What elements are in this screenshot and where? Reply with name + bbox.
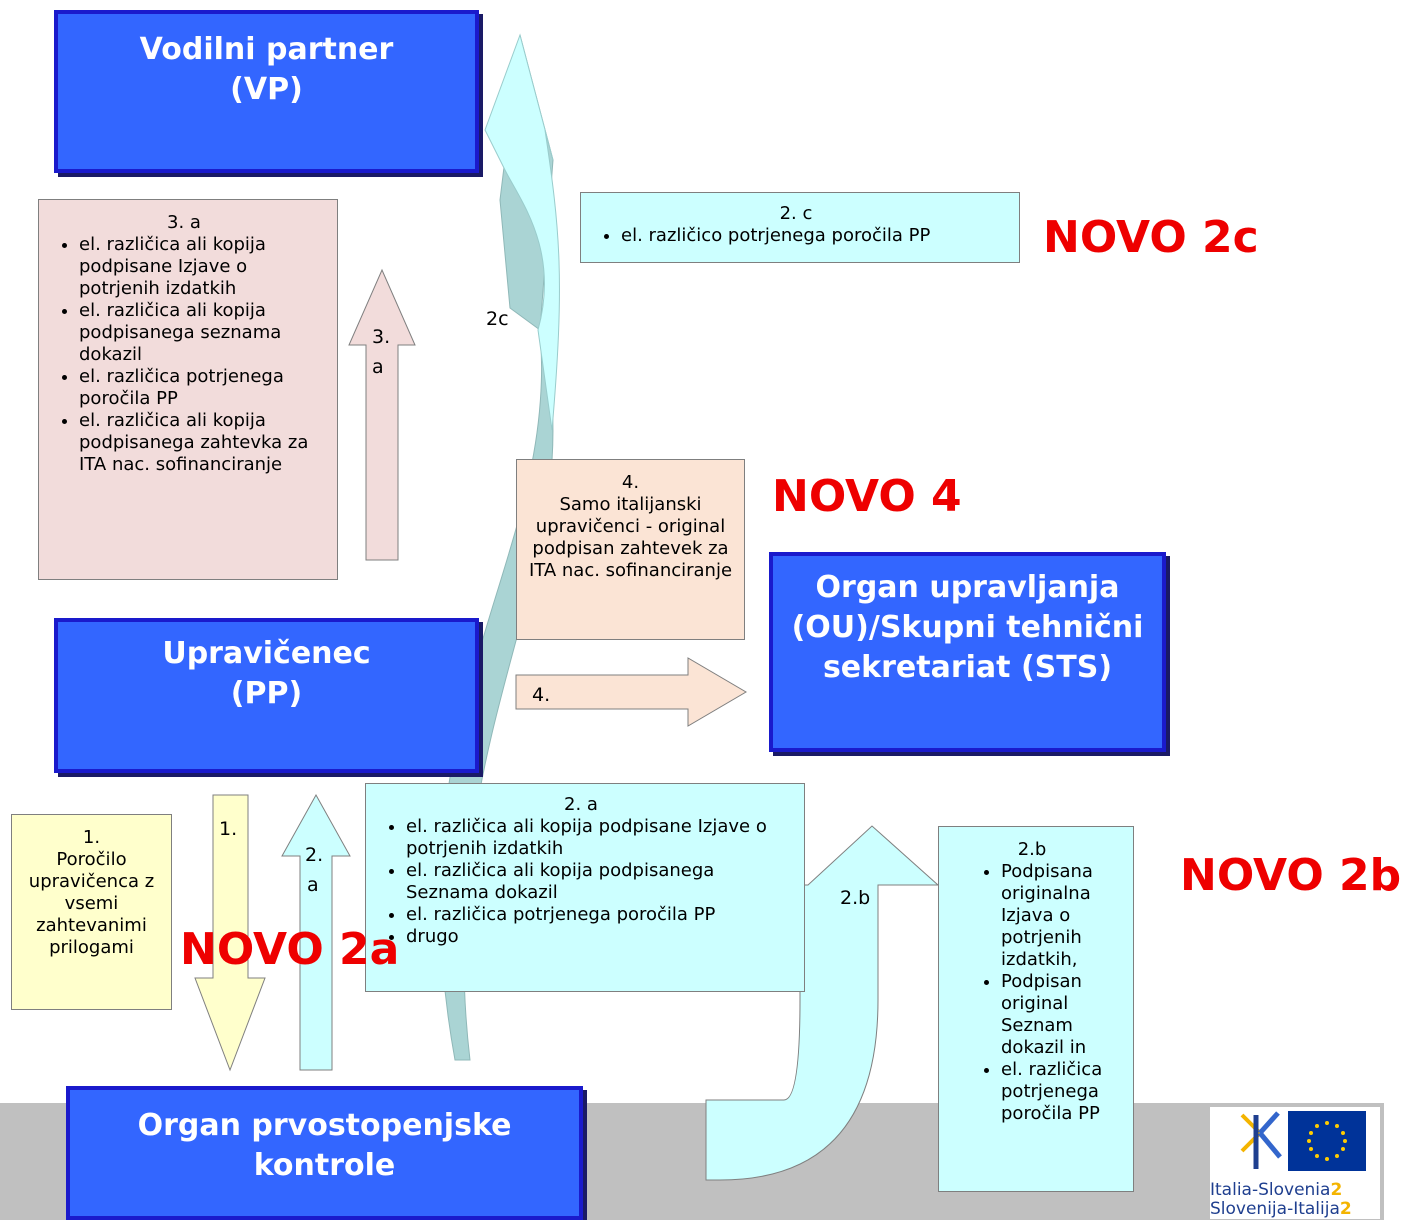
arrow-3a-label-2: a [372, 356, 384, 378]
lead-partner-abbr: (VP) [230, 72, 303, 107]
novo-4-label: NOVO 4 [772, 471, 962, 522]
note-2a: 2. a el. različica ali kopija podpisane … [365, 783, 805, 992]
managing-authority-line3: sekretariat (STS) [822, 650, 1113, 685]
note-2b: 2.b Podpisana originalna Izjava o potrje… [938, 826, 1134, 1192]
note-2c-item: el. različico potrjenega poročila PP [621, 225, 1011, 247]
lead-partner-title: Vodilni partner [139, 32, 394, 67]
novo-2a-label: NOVO 2a [180, 924, 400, 975]
managing-authority-line2: (OU)/Skupni tehnični [791, 610, 1144, 645]
note-3a: 3. a el. različica ali kopija podpisane … [38, 199, 338, 580]
managing-authority-line1: Organ upravljanja [815, 570, 1120, 605]
note-2c-list: el. različico potrjenega poročila PP [581, 225, 1011, 247]
arrow-1 [194, 794, 266, 1072]
note-4: 4. Samo italijanski upravičenci - origin… [516, 459, 745, 640]
note-2c-heading: 2. c [779, 203, 813, 224]
note-2c: 2. c el. različico potrjenega poročila P… [580, 192, 1020, 263]
arrow-2a [281, 793, 351, 1071]
arrow-1-label: 1. [219, 818, 238, 840]
note-2a-heading: 2. a [564, 794, 598, 815]
note-2b-list: Podpisana originalna Izjava o potrjenih … [939, 861, 1125, 1125]
note-1-text: Poročilo upravičenca z vsemi zahtevanimi… [28, 849, 155, 958]
first-level-control-line1: Organ prvostopenjske [137, 1108, 512, 1143]
note-2b-item: Podpisana originalna Izjava o potrjenih … [1001, 861, 1125, 971]
arrow-3a [348, 268, 416, 561]
novo-2c-label: NOVO 2c [1043, 212, 1259, 263]
note-1: 1. Poročilo upravičenca z vsemi zahtevan… [11, 814, 172, 1010]
note-2b-item: el. različica potrjenega poročila PP [1001, 1059, 1125, 1125]
arrow-2c-label: 2c [486, 308, 509, 330]
note-2b-heading: 2.b [1017, 839, 1047, 860]
beneficiary-box: Upravičenec (PP) [54, 618, 479, 773]
logo-line1: Italia-Slovenia [1210, 1180, 1331, 1200]
note-3a-item: el. različica ali kopija podpisanega sez… [79, 300, 329, 366]
note-4-text: Samo italijanski upravičenci - original … [528, 494, 733, 581]
first-level-control-box: Organ prvostopenjske kontrole [66, 1086, 583, 1220]
logo-text: Italia-Slovenia2 Slovenija-Italija2 [1210, 1181, 1380, 1219]
note-2a-item: el. različica potrjenega poročila PP [406, 904, 796, 926]
note-3a-heading: 3. a [167, 212, 201, 233]
managing-authority-box: Organ upravljanja (OU)/Skupni tehnični s… [769, 552, 1166, 752]
arrow-2b-label: 2.b [840, 887, 871, 909]
logo-graphic [1240, 1111, 1366, 1171]
note-3a-item: el. različica potrjenega poročila PP [79, 366, 329, 410]
beneficiary-abbr: (PP) [230, 676, 303, 711]
note-2a-item: el. različica ali kopija podpisanega Sez… [406, 860, 796, 904]
arrow-4 [515, 657, 747, 727]
note-3a-item: el. različica ali kopija podpisanega zah… [79, 410, 329, 476]
arrow-2a-label-2: a [307, 874, 319, 896]
beneficiary-title: Upravičenec [162, 636, 371, 671]
arrow-2c-top [484, 33, 560, 431]
first-level-control-line2: kontrole [253, 1148, 396, 1183]
note-3a-item: el. različica ali kopija podpisane Izjav… [79, 234, 329, 300]
lead-partner-box: Vodilni partner (VP) [54, 10, 479, 173]
logo-line2: Slovenija-Italija [1210, 1199, 1340, 1219]
note-2b-item: Podpisan original Seznam dokazil in [1001, 971, 1125, 1059]
arrow-3a-label-1: 3. [372, 326, 391, 348]
note-3a-list: el. različica ali kopija podpisane Izjav… [39, 234, 329, 476]
program-logo: Italia-Slovenia2 Slovenija-Italija2 [1210, 1107, 1380, 1219]
novo-2b-label: NOVO 2b [1180, 850, 1401, 901]
note-2a-item: drugo [406, 926, 796, 948]
arrow-2b [705, 825, 940, 1181]
logo-digit1: 2 [1330, 1180, 1343, 1200]
note-1-heading: 1. [82, 827, 101, 848]
note-2a-item: el. različica ali kopija podpisane Izjav… [406, 816, 796, 860]
arrow-4-label: 4. [532, 684, 551, 706]
logo-digit2: 2 [1339, 1199, 1352, 1219]
arrow-2a-label-1: 2. [305, 844, 324, 866]
note-2a-list: el. različica ali kopija podpisane Izjav… [366, 816, 796, 948]
note-4-heading: 4. [621, 472, 640, 493]
